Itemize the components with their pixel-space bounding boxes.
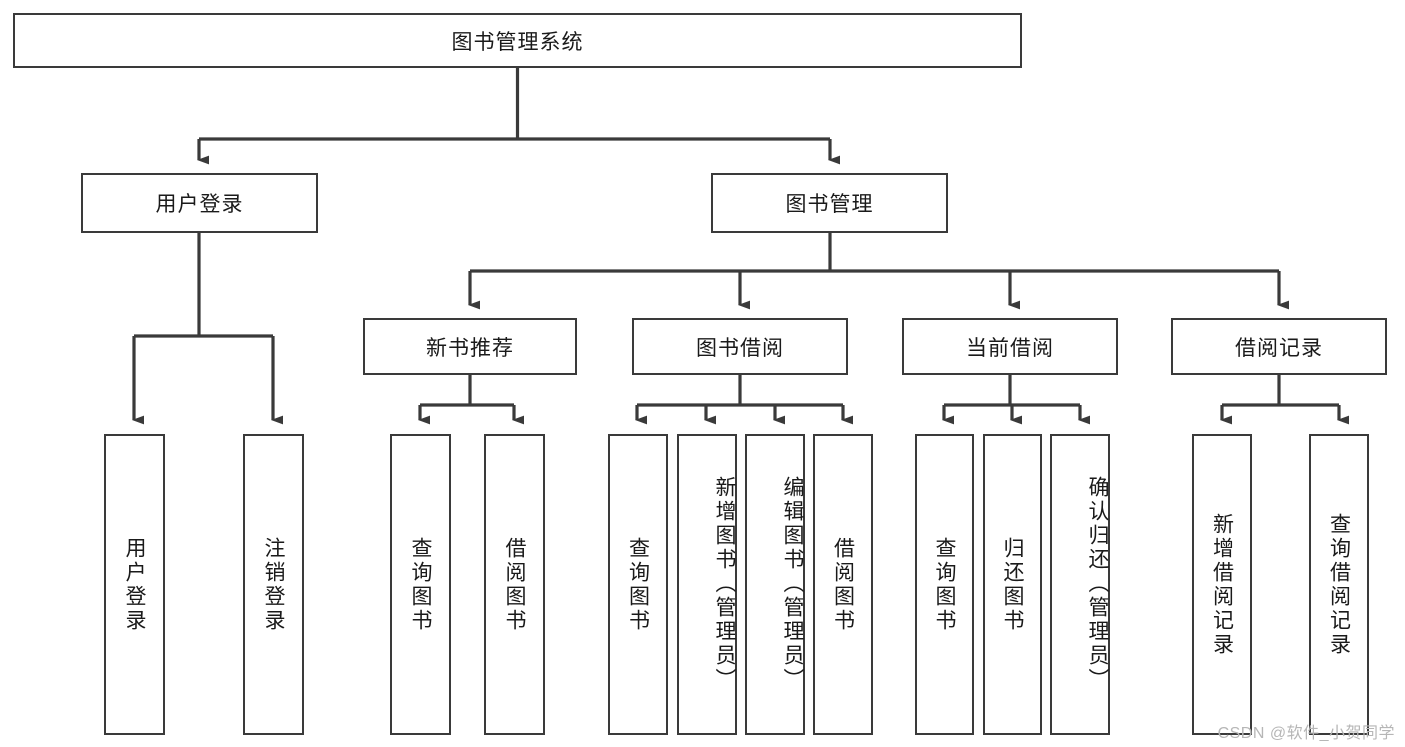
leaf-add-book-label: 新增图书（管理员） (713, 475, 736, 692)
leaf-query-record[interactable]: 查询借阅记录 (1309, 434, 1369, 735)
node-user-login[interactable]: 用户登录 (81, 173, 318, 233)
node-current-borrow[interactable]: 当前借阅 (902, 318, 1118, 375)
leaf-borrow-book-1-label: 借阅图书 (503, 536, 526, 633)
leaf-logout[interactable]: 注销登录 (243, 434, 304, 735)
node-new-book-rec[interactable]: 新书推荐 (363, 318, 577, 375)
node-book-borrow[interactable]: 图书借阅 (632, 318, 848, 375)
node-user-login-label: 用户登录 (155, 193, 244, 216)
leaf-add-record-label: 新增借阅记录 (1210, 512, 1234, 657)
leaf-add-record[interactable]: 新增借阅记录 (1192, 434, 1252, 735)
watermark: CSDN @软件_小贺同学 (1217, 725, 1395, 742)
leaf-confirm-return-label: 确认归还（管理员） (1086, 475, 1109, 692)
node-borrow-record[interactable]: 借阅记录 (1171, 318, 1387, 375)
node-borrow-record-label: 借阅记录 (1235, 336, 1323, 360)
leaf-query-book-2[interactable]: 查询图书 (608, 434, 668, 735)
leaf-user-login-label: 用户登录 (123, 536, 146, 633)
node-book-manage[interactable]: 图书管理 (711, 173, 948, 233)
leaf-user-login[interactable]: 用户登录 (104, 434, 165, 735)
leaf-borrow-book-1[interactable]: 借阅图书 (484, 434, 545, 735)
node-book-borrow-label: 图书借阅 (696, 336, 784, 360)
node-root-label: 图书管理系统 (451, 30, 584, 54)
leaf-query-book-1[interactable]: 查询图书 (390, 434, 451, 735)
node-current-borrow-label: 当前借阅 (966, 336, 1054, 360)
node-new-book-rec-label: 新书推荐 (426, 336, 514, 360)
leaf-return-book[interactable]: 归还图书 (983, 434, 1042, 735)
leaf-query-book-2-label: 查询图书 (626, 536, 650, 633)
leaf-borrow-book-2[interactable]: 借阅图书 (813, 434, 873, 735)
node-root[interactable]: 图书管理系统 (13, 13, 1022, 68)
leaf-add-book[interactable]: 新增图书（管理员） (677, 434, 737, 735)
leaf-edit-book[interactable]: 编辑图书（管理员） (745, 434, 805, 735)
leaf-edit-book-label: 编辑图书（管理员） (781, 475, 804, 692)
node-book-manage-label: 图书管理 (785, 193, 874, 216)
leaf-borrow-book-2-label: 借阅图书 (831, 536, 855, 633)
leaf-confirm-return[interactable]: 确认归还（管理员） (1050, 434, 1110, 735)
leaf-query-book-3[interactable]: 查询图书 (915, 434, 974, 735)
leaf-query-book-3-label: 查询图书 (933, 536, 956, 633)
leaf-return-book-label: 归还图书 (1001, 536, 1024, 633)
leaf-query-book-1-label: 查询图书 (409, 536, 432, 633)
leaf-logout-label: 注销登录 (262, 536, 285, 633)
leaf-query-record-label: 查询借阅记录 (1327, 512, 1351, 657)
